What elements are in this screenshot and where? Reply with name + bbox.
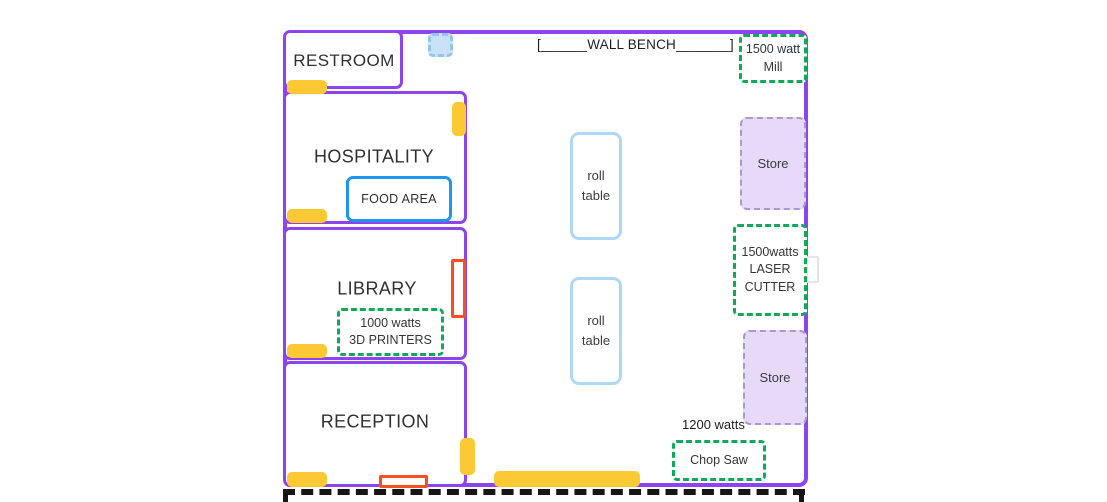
roll-table-top-line2: table — [581, 188, 611, 203]
library-label: LIBRARY — [337, 278, 417, 299]
roll-table-bottom-line2: table — [581, 333, 611, 348]
printers-3d-box: 1000 watts 3D PRINTERS — [337, 308, 444, 356]
red-marker-library-wall — [451, 259, 466, 318]
laser-cutter-line1: 1500watts — [741, 244, 799, 259]
door-reception-left — [287, 472, 327, 487]
red-marker-bottom-wall — [379, 475, 428, 488]
laser-cutter-line2: LASER — [749, 262, 791, 277]
mill-line2: Mill — [763, 59, 783, 74]
roll-table-top-line1: roll — [587, 167, 605, 183]
mill-box: 1500 watt Mill — [739, 34, 807, 83]
laser-cutter-line3: CUTTER — [744, 279, 796, 294]
room-restroom — [283, 30, 403, 89]
bottom-dashed-boundary — [283, 489, 805, 495]
door-hospitality-left — [287, 209, 327, 223]
laser-cutter-box: 1500watts LASER CUTTER — [733, 224, 807, 316]
food-area-box: FOOD AREA — [346, 176, 452, 222]
reception-label: RECEPTION — [320, 411, 430, 432]
store-top-label: Store — [757, 156, 789, 171]
chop-saw-box: Chop Saw — [672, 440, 766, 481]
wall-recess-marker — [806, 256, 819, 283]
roll-table-bottom: roll table — [570, 277, 622, 385]
door-main-entrance — [494, 471, 640, 487]
printers-3d-line1: 1000 watts — [360, 315, 421, 330]
store-bottom-label: Store — [759, 370, 791, 385]
boundary-tick-right — [799, 489, 804, 502]
blue-dashed-square — [428, 33, 453, 57]
door-library-left — [287, 344, 327, 358]
chop-saw-watts-note: 1200 watts — [682, 417, 745, 432]
roll-table-bottom-line1: roll — [587, 312, 605, 328]
printers-3d-line2: 3D PRINTERS — [349, 333, 432, 347]
mill-line1: 1500 watt — [745, 42, 801, 56]
hospitality-label: HOSPITALITY — [313, 146, 435, 167]
room-reception — [283, 361, 467, 487]
door-hospitality-top — [452, 102, 466, 136]
roll-table-top: roll table — [570, 132, 622, 240]
door-reception-right — [460, 438, 475, 475]
restroom-label: RESTROOM — [293, 51, 395, 70]
food-area-label: FOOD AREA — [361, 192, 437, 206]
boundary-tick-left — [283, 489, 288, 502]
store-top-box: Store — [740, 117, 806, 210]
store-bottom-box: Store — [743, 330, 807, 425]
wall-bench-label: [______WALL BENCH_______] — [537, 37, 734, 52]
door-restroom — [287, 80, 327, 94]
chop-saw-label: Chop Saw — [690, 452, 748, 467]
